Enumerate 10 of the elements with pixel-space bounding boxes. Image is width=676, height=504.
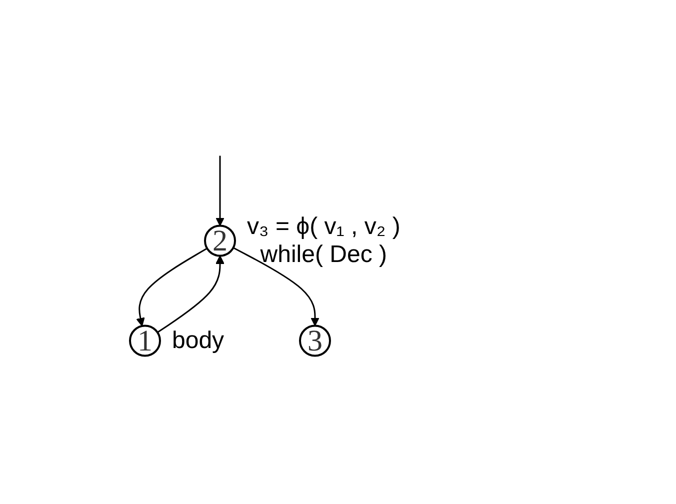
node-circle: 1 (129, 324, 161, 357)
node-circle: 3 (299, 324, 331, 357)
arrow (157, 255, 224, 334)
arrow (232, 247, 320, 326)
node-annotation: while( Dec ) (260, 240, 387, 269)
node-annotation: v₃ = ϕ( v₁ , v₂ ) (247, 212, 400, 241)
arrow (216, 156, 224, 226)
arrow (136, 248, 208, 326)
node-annotation: body (172, 326, 224, 355)
node-circle: 2 (204, 224, 236, 257)
